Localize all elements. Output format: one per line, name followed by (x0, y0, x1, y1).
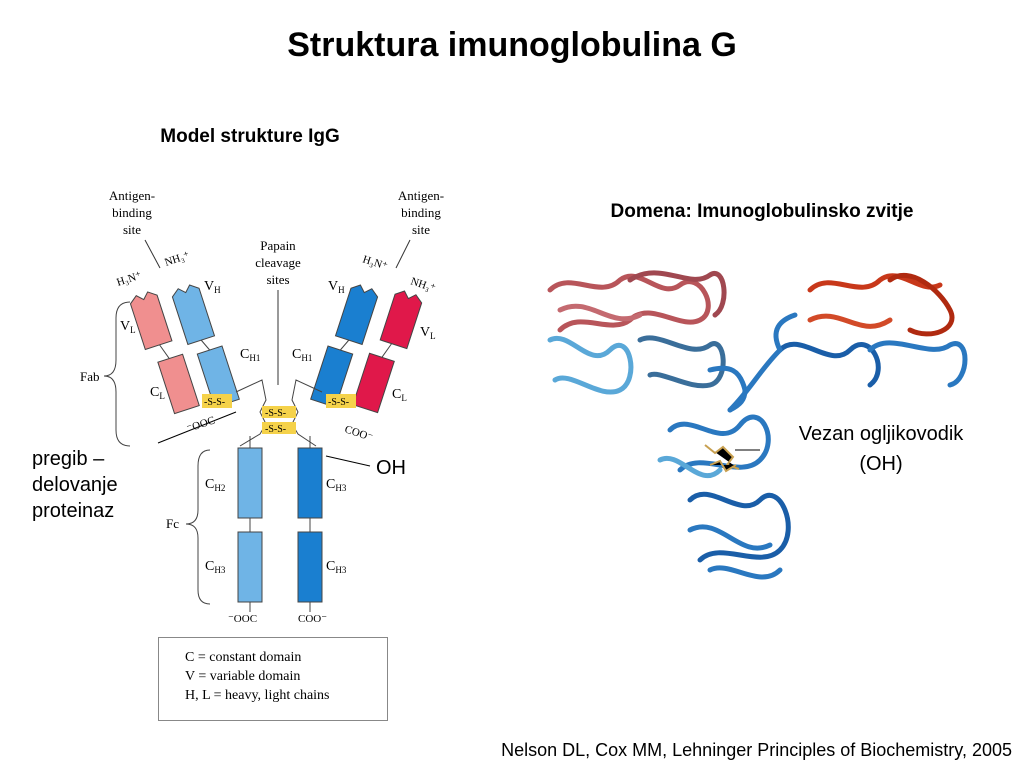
svg-text:CH3: CH3 (205, 559, 226, 575)
svg-text:site: site (412, 222, 430, 237)
fab-bracket (103, 301, 131, 447)
carbohydrate-annotation: Vezan ogljikovodik (OH) (798, 423, 964, 475)
svg-text:site: site (123, 222, 141, 237)
svg-text:-S-S-: -S-S- (204, 397, 225, 408)
fc-left-chain (237, 436, 263, 612)
fab-label: Fab (80, 369, 100, 384)
legend-item: C = constant domain (185, 650, 302, 665)
citation: Nelson DL, Cox MM, Lehninger Principles … (501, 740, 1012, 760)
left-light-chain (129, 291, 200, 415)
disulfide-left (202, 394, 232, 408)
svg-text:-S-S-: -S-S- (265, 408, 286, 419)
svg-text:H₃N⁺: H₃N⁺ (115, 269, 143, 288)
svg-text:-S-S-: -S-S- (265, 424, 286, 435)
pregib-pointer (157, 411, 237, 444)
ig-fold-ribbon-structure (547, 270, 968, 580)
legend-box: C = constant domain V = variable domain … (158, 637, 388, 721)
igg-model-subtitle: Model strukture IgG (160, 126, 340, 147)
svg-text:VH: VH (328, 279, 345, 295)
svg-text:Antigen-: Antigen- (109, 188, 155, 203)
antigen-site-label-right: Antigen- binding site (398, 188, 444, 237)
igg-structure-diagram: Antigen- binding site Antigen- binding s… (80, 188, 444, 625)
svg-text:NH₃⁺: NH₃⁺ (409, 275, 437, 294)
svg-text:NH₃⁺: NH₃⁺ (163, 249, 191, 268)
fc-right-chain (297, 436, 323, 612)
svg-text:VL: VL (120, 319, 136, 335)
hinge-annotation: pregib – delovanje proteinaz (32, 448, 118, 522)
svg-text:CH3: CH3 (326, 559, 347, 575)
carbohydrate-sticks (704, 444, 740, 473)
svg-text:COO⁻: COO⁻ (343, 423, 375, 443)
svg-text:CH3: CH3 (326, 477, 347, 493)
oh-pointer (325, 455, 371, 467)
svg-text:CH2: CH2 (205, 477, 225, 493)
termini-labels: H₃N⁺ NH₃⁺ H₃N⁺ NH₃⁺ ⁻OOC COO⁻ ⁻OOC COO⁻ (115, 249, 437, 625)
svg-text:CH1: CH1 (292, 347, 312, 363)
svg-text:CL: CL (150, 385, 165, 401)
disulfide-right (326, 394, 356, 408)
papain-cleavage-label: Papain cleavage sites (255, 238, 301, 287)
right-light-chain (352, 290, 423, 414)
legend-item: H, L = heavy, light chains (185, 688, 330, 703)
hinge-disulfide-2 (262, 422, 296, 434)
hinge-disulfide-1 (262, 406, 296, 418)
antigen-site-label-left: Antigen- binding site (109, 188, 155, 237)
fc-bracket (185, 449, 211, 605)
svg-text:⁻OOC: ⁻OOC (228, 613, 257, 625)
svg-text:Antigen-: Antigen- (398, 188, 444, 203)
svg-text:VH: VH (204, 279, 221, 295)
svg-text:CL: CL (392, 387, 407, 403)
svg-text:sites: sites (266, 272, 289, 287)
page-title: Struktura imunoglobulina G (287, 26, 737, 64)
oh-annotation: OH (376, 457, 406, 479)
svg-text:binding: binding (401, 205, 441, 220)
svg-text:binding: binding (112, 205, 152, 220)
fc-label: Fc (166, 516, 179, 531)
svg-text:⁻OOC: ⁻OOC (185, 414, 216, 434)
svg-text:CH1: CH1 (240, 347, 260, 363)
svg-text:Papain: Papain (260, 238, 296, 253)
svg-text:COO⁻: COO⁻ (298, 613, 327, 625)
svg-text:cleavage: cleavage (255, 255, 301, 270)
legend-item: V = variable domain (185, 669, 301, 684)
svg-text:-S-S-: -S-S- (328, 397, 349, 408)
svg-text:VL: VL (420, 325, 436, 341)
domain-subtitle: Domena: Imunoglobulinsko zvitje (610, 201, 914, 222)
domain-labels: VL CL VH CH1 VH CH1 VL CL CH2 CH3 CH3 CH… (120, 279, 436, 575)
svg-text:H₃N⁺: H₃N⁺ (361, 253, 389, 272)
hinge-left (235, 379, 267, 447)
hinge-right (291, 379, 323, 447)
